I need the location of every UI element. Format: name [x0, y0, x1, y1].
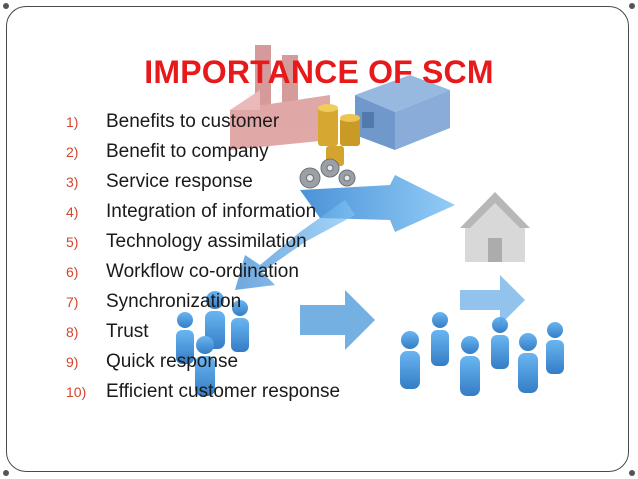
corner-dot [629, 3, 635, 9]
corner-dot [3, 470, 9, 476]
arrow-icon [235, 175, 525, 350]
list-item: 7) Synchronization [66, 287, 340, 317]
list-item: 8) Trust [66, 317, 340, 347]
item-text: Trust [106, 321, 149, 342]
corner-dot [629, 470, 635, 476]
item-text: Service response [106, 171, 253, 192]
house-icon [460, 192, 530, 262]
item-number: 6) [66, 264, 79, 280]
importance-list: 1) Benefits to customer 2) Benefit to comp… [66, 107, 340, 407]
item-number: 1) [66, 114, 79, 130]
factory-icon [230, 45, 330, 150]
list-item: 9) Quick response [66, 347, 340, 377]
item-number: 9) [66, 354, 79, 370]
item-number: 10) [66, 384, 87, 400]
item-text: Technology assimilation [106, 231, 307, 252]
item-number: 5) [66, 234, 79, 250]
person-icon [176, 291, 564, 396]
list-item: 2) Benefit to company [66, 137, 340, 167]
item-number: 3) [66, 174, 79, 190]
list-item: 3) Service response [66, 167, 340, 197]
list-item: 1) Benefits to customer [66, 107, 340, 137]
item-text: Benefits to customer [106, 111, 280, 132]
item-text: Synchronization [106, 291, 242, 312]
warehouse-icon [355, 75, 450, 150]
item-text: Efficient customer response [106, 381, 341, 402]
corner-dot [3, 3, 9, 9]
item-number: 7) [66, 294, 79, 310]
item-text: Workflow co-ordination [106, 261, 299, 282]
item-number: 8) [66, 324, 79, 340]
slide-title: IMPORTANCE OF SCM [144, 54, 494, 90]
item-text: Integration of information [106, 201, 317, 222]
list-item: 5) Technology assimilation [66, 227, 340, 257]
list-item: 4) Integration of information [66, 197, 340, 227]
slide-frame [6, 6, 629, 472]
list-item: 6) Workflow co-ordination [66, 257, 340, 287]
item-number: 2) [66, 144, 79, 160]
item-text: Quick response [106, 351, 239, 372]
list-item: 10) Efficient customer response [66, 377, 340, 407]
item-number: 4) [66, 204, 79, 220]
item-text: Benefit to company [106, 141, 269, 162]
coin-stack-icon [318, 104, 360, 166]
gear-icon [299, 158, 356, 189]
